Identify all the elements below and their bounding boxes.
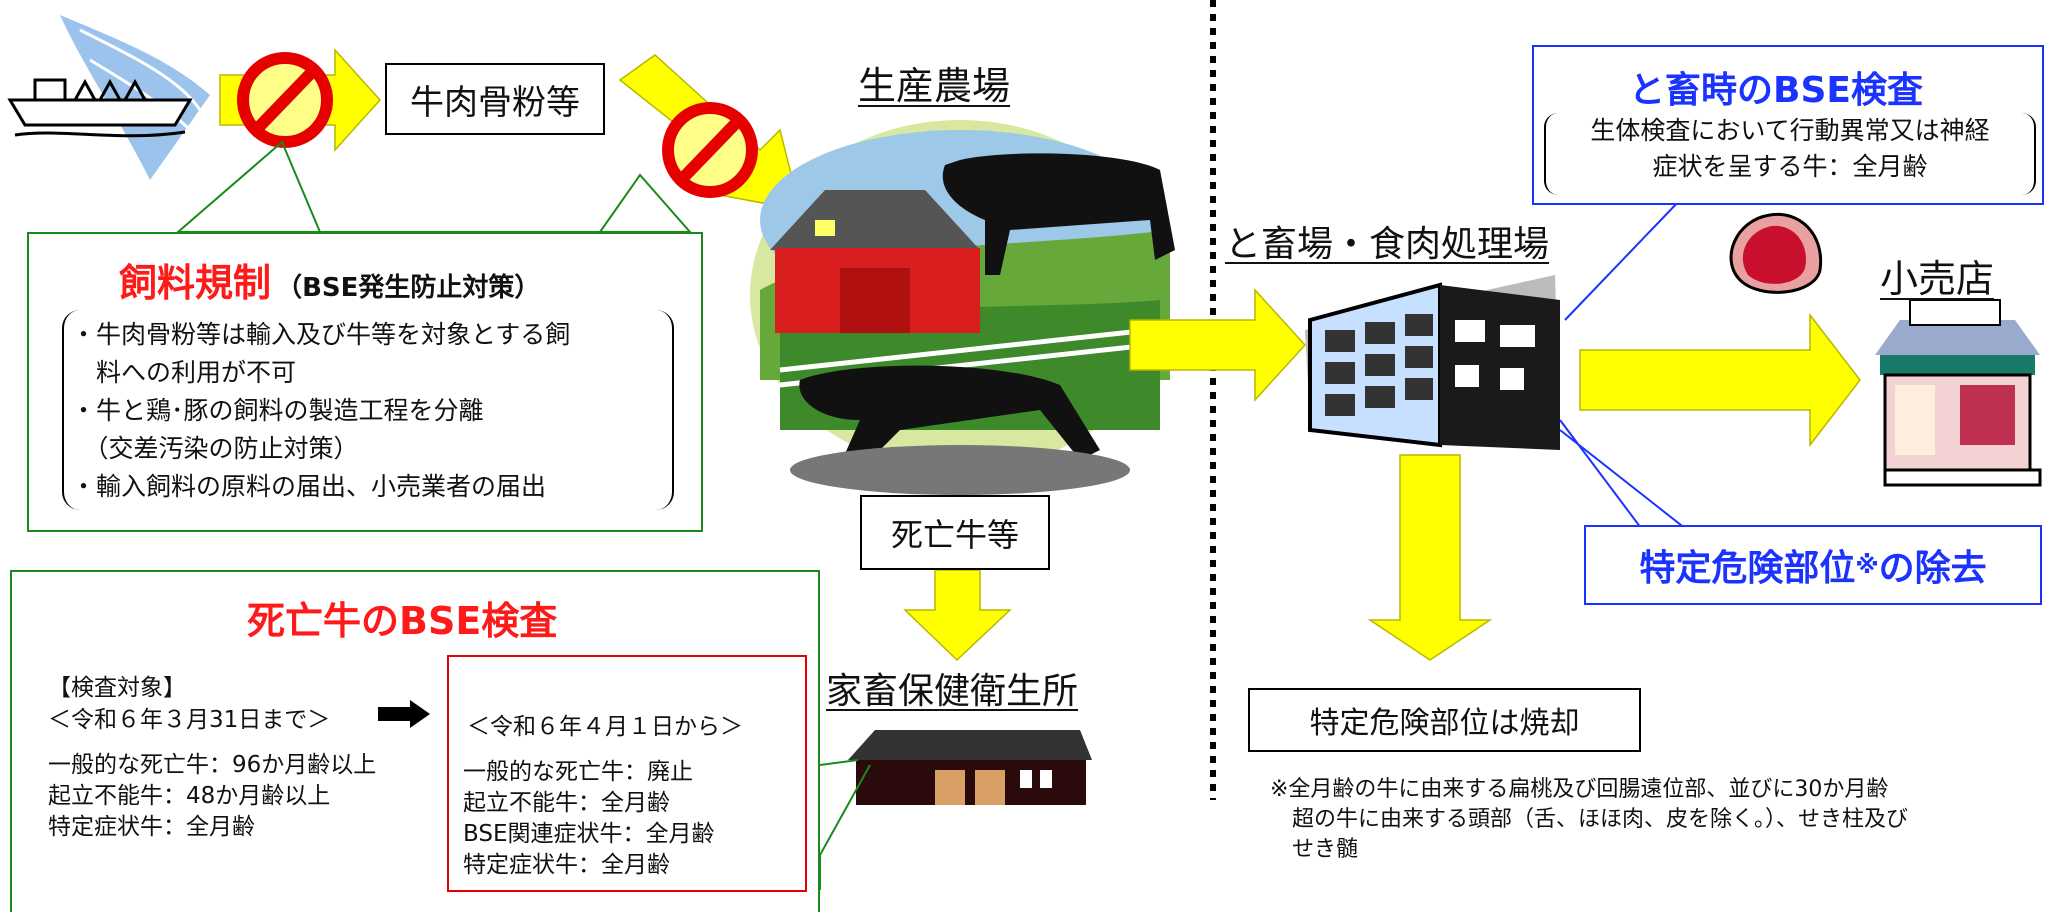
ship-icon (7, 15, 210, 180)
incineration-box: 特定危険部位は焼却 (1248, 688, 1641, 752)
arrow-to-retail (1579, 312, 1861, 448)
feed-regulation-title-main: 飼料規制 (119, 261, 272, 305)
farm-illustration (750, 120, 1175, 495)
before-period: ＜令和６年３月31日まで＞ (48, 707, 331, 733)
after-period: ＜令和６年４月１日から＞ (467, 714, 743, 740)
arrow-dead-to-center (903, 569, 1012, 662)
srm-removal-title-a: 特定危険部位 (1639, 548, 1856, 589)
footnote-line: ※全月齢の牛に由来する扁桃及び回腸遠位部、並びに30か月齢 (1270, 777, 1889, 802)
feed-regulation-line: ・牛と鶏･豚の飼料の製造工程を分離 (71, 396, 484, 425)
srm-removal-mark: ※ (1855, 551, 1879, 579)
feed-material-box: 牛肉骨粉等 (385, 63, 605, 135)
farm-label: 生産農場 (858, 64, 1011, 108)
feed-material-label: 牛肉骨粉等 (410, 82, 580, 123)
feed-regulation-line: ・牛肉骨粉等は輸入及び牛等を対象とする飼 (71, 320, 571, 349)
after-line: BSE関連症状牛：全月齢 (463, 821, 715, 847)
after-period-box: ＜令和６年４月１日から＞ 一般的な死亡牛：廃止 起立不能牛：全月齢 BSE関連症… (447, 655, 807, 892)
dead-cattle-inspection-title: 死亡牛のBSE検査 (247, 599, 558, 643)
building-icon (1305, 275, 1560, 450)
arrow-to-incineration (1367, 454, 1493, 661)
slaughter-inspection-line: 生体検査において行動異常又は神経 (1590, 116, 1990, 145)
health-center-label: 家畜保健衛生所 (826, 671, 1079, 712)
slaughter-inspection-box: と畜時のBSE検査 生体検査において行動異常又は神経 症状を呈する牛：全月齢 (1532, 45, 2044, 205)
after-line: 特定症状牛：全月齢 (463, 852, 670, 878)
slaughter-inspection-lines: 生体検査において行動異常又は神経 症状を呈する牛：全月齢 (1548, 113, 2032, 185)
slaughter-inspection-title: と畜時のBSE検査 (1629, 70, 1923, 111)
before-line: 特定症状牛：全月齢 (48, 814, 255, 840)
dead-cattle-label: 死亡牛等 (890, 515, 1019, 554)
after-lines: 一般的な死亡牛：廃止 起立不能牛：全月齢 BSE関連症状牛：全月齢 特定症状牛：… (463, 757, 715, 881)
barn-icon (848, 730, 1092, 805)
feed-regulation-line: 料への利用が不可 (71, 358, 297, 387)
retail-label: 小売店 (1880, 257, 1995, 301)
dead-cattle-box: 死亡牛等 (860, 495, 1050, 570)
callout-pointer (819, 759, 859, 766)
feed-regulation-box: 飼料規制 （BSE発生防止対策） ・牛肉骨粉等は輸入及び牛等を対象とする飼 料へ… (27, 232, 703, 532)
before-line: 起立不能牛：48か月齢以上 (48, 783, 331, 809)
inspection-target-heading: 【検査対象】 (48, 675, 186, 701)
prohibited-icon (662, 102, 758, 198)
slaughterhouse-label: と畜場・食肉処理場 (1225, 224, 1550, 265)
slaughter-inspection-line: 症状を呈する牛：全月齢 (1652, 152, 1928, 181)
callout-pointer (819, 764, 871, 890)
incineration-label: 特定危険部位は焼却 (1309, 706, 1580, 741)
feed-regulation-title-sub: （BSE発生防止対策） (276, 273, 541, 303)
footnote: ※全月齢の牛に由来する扁桃及び回腸遠位部、並びに30か月齢 超の牛に由来する頭部… (1270, 775, 1908, 865)
srm-removal-title-b: の除去 (1878, 548, 1987, 589)
srm-removal-box: 特定危険部位※の除去 (1584, 525, 2042, 605)
callout-pointer (1564, 199, 1740, 321)
prohibited-icon (237, 52, 333, 148)
callout-pointer (1559, 419, 1651, 541)
footnote-line: 超の牛に由来する頭部（舌、ほほ肉、皮を除く。）、せき柱及び (1270, 807, 1909, 832)
feed-regulation-title: 飼料規制 （BSE発生防止対策） (119, 252, 540, 307)
callout-pointer (175, 140, 693, 233)
footnote-line: せき髄 (1270, 837, 1359, 862)
feed-regulation-line: ・輸入飼料の原料の届出、小売業者の届出 (71, 472, 547, 501)
after-line: 起立不能牛：全月齢 (463, 790, 670, 816)
slaughter-inspection-bracket (1544, 113, 2036, 195)
meat-icon (1729, 212, 1823, 294)
callout-pointer (1559, 429, 1800, 541)
before-line: 一般的な死亡牛：96か月齢以上 (48, 752, 377, 778)
before-lines: 一般的な死亡牛：96か月齢以上 起立不能牛：48か月齢以上 特定症状牛：全月齢 (48, 750, 376, 843)
feed-regulation-line: （交差汚染の防止対策） (71, 434, 359, 463)
shop-icon (1875, 299, 2042, 487)
arrow-farm-to-slaughter (1129, 288, 1307, 402)
feed-regulation-lines: ・牛肉骨粉等は輸入及び牛等を対象とする飼 料への利用が不可 ・牛と鶏･豚の飼料の… (71, 316, 570, 506)
feed-regulation-bracket (62, 310, 674, 510)
dead-cattle-inspection-box: 死亡牛のBSE検査 【検査対象】 ＜令和６年３月31日まで＞ 一般的な死亡牛：9… (10, 570, 820, 912)
after-line: 一般的な死亡牛：廃止 (463, 759, 693, 785)
